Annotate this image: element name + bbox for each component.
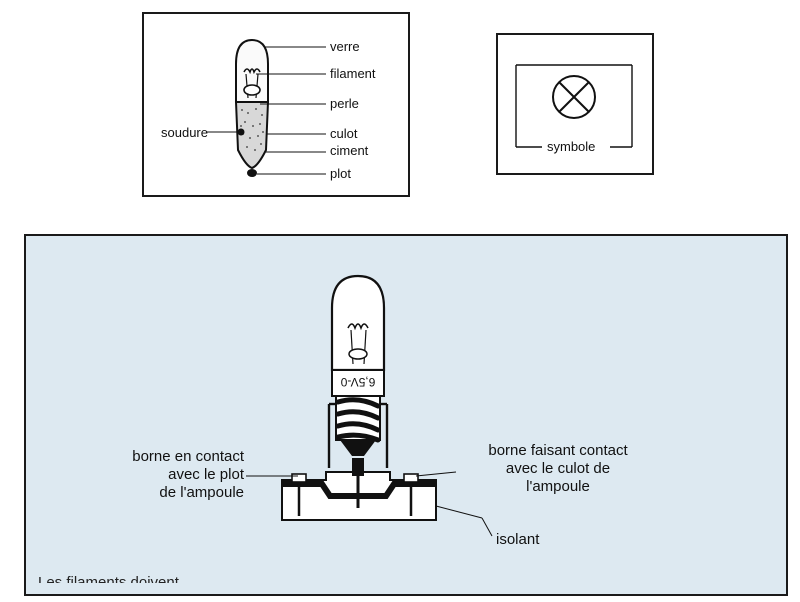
right-terminal-label-line-1: borne faisant contact — [488, 442, 628, 459]
plot-contact — [247, 169, 257, 177]
left-terminal-label-line-1: borne en contact — [132, 448, 244, 465]
left-terminal-label: borne en contact avec le plot de l'ampou… — [94, 448, 244, 502]
right-terminal-label: borne faisant contact avec le culot de l… — [458, 442, 658, 496]
bulb-anatomy-panel: verre filament perle soudure culot cimen… — [142, 12, 410, 197]
culot-cap — [234, 101, 270, 170]
label-verre: verre — [330, 39, 360, 54]
soudure-dot — [237, 128, 245, 136]
socket-bulb-filament — [347, 323, 369, 331]
socket-panel: 6,5V-0 borne en contact avec le plot de … — [24, 234, 788, 596]
label-soudure: soudure — [161, 125, 208, 140]
symbol-caption: symbole — [547, 139, 596, 154]
bulb-voltage-marking: 6,5V-0 — [340, 375, 376, 389]
bulb-anatomy-drawing — [206, 38, 326, 177]
label-ciment: ciment — [330, 143, 369, 158]
label-culot: culot — [330, 126, 358, 141]
symbol-panel: symbole — [496, 33, 654, 175]
glass-envelope — [235, 38, 269, 103]
left-terminal-label-line-3: de l'ampoule — [159, 484, 244, 501]
lamp-symbol-cross-b — [558, 81, 590, 113]
socket-drawing — [246, 274, 493, 537]
left-terminal-screw — [291, 473, 307, 483]
label-filament: filament — [330, 66, 376, 81]
lamp-symbol-circle — [552, 75, 596, 119]
left-terminal-label-line-2: avec le plot — [168, 466, 244, 483]
symbol-drawing — [515, 64, 633, 148]
label-isolant: isolant — [496, 531, 540, 548]
socket-bulb-cap-band — [331, 369, 385, 397]
right-terminal-screw — [403, 473, 419, 483]
socket-bulb-glass — [330, 274, 386, 372]
label-plot: plot — [330, 166, 351, 181]
right-terminal-label-line-2: avec le culot de — [505, 460, 611, 477]
label-perle: perle — [330, 96, 359, 111]
right-terminal-label-line-3: l'ampoule — [526, 478, 590, 495]
perle-bead — [243, 84, 261, 96]
filament — [243, 68, 261, 75]
bottom-text-fragment: Les filaments doivent… — [38, 574, 194, 583]
